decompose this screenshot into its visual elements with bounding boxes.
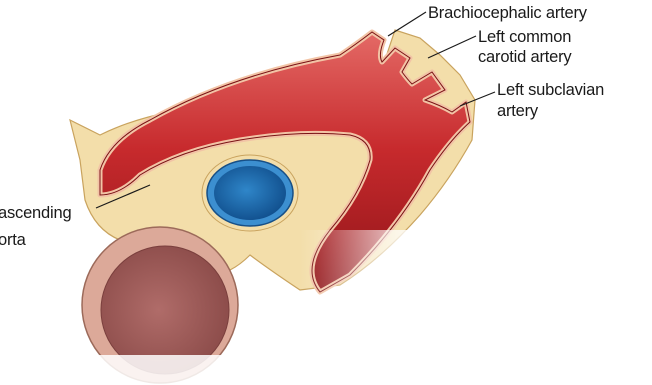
leader-left-common-carotid [428,36,476,58]
label-ascending-aorta-1: ascending [0,204,71,222]
label-ascending-aorta-2: orta [0,231,27,249]
label-left-subclavian-2: artery [497,102,539,120]
vein-lumen [214,166,286,220]
label-brachiocephalic-artery: Brachiocephalic artery [428,4,588,22]
leader-brachiocephalic [388,12,426,36]
label-left-subclavian-1: Left subclavian [497,81,604,99]
trachea-lumen [101,246,229,374]
label-left-common-carotid-2: carotid artery [478,48,572,66]
label-left-common-carotid-1: Left common [478,28,571,46]
